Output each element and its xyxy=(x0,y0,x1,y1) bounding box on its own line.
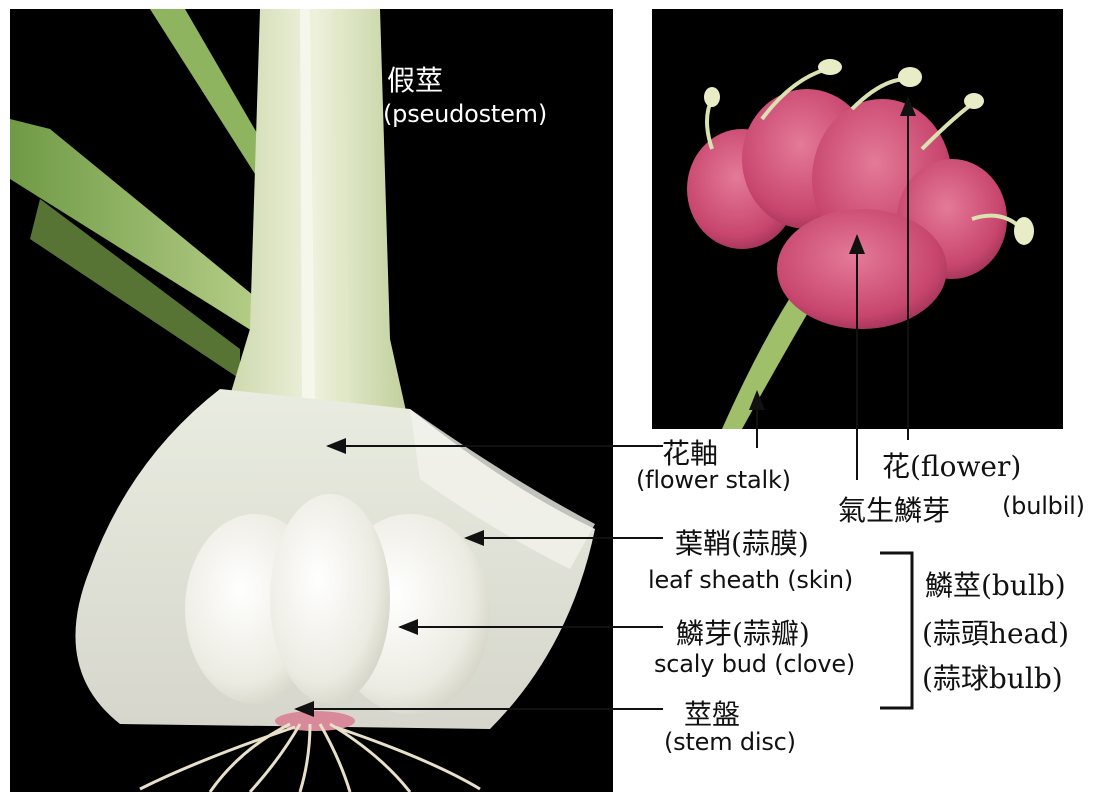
label-stem-disc-en: (stem disc) xyxy=(664,728,796,756)
label-flower-stalk-en: (flower stalk) xyxy=(636,466,791,494)
label-leaf-sheath-en: leaf sheath (skin) xyxy=(648,566,853,594)
label-scaly-bud-en: scaly bud (clove) xyxy=(654,650,855,678)
label-stem-disc-cn: 莖盤 xyxy=(684,693,740,733)
label-leaf-sheath-cn: 葉鞘(蒜膜) xyxy=(675,522,809,562)
label-scaly-bud-cn: 鱗芽(蒜瓣) xyxy=(676,612,810,652)
label-flower: 花(flower) xyxy=(882,445,1021,485)
label-bulb-1: 鱗莖(bulb) xyxy=(925,564,1066,604)
label-bulbil-cn: 氣生鱗芽 xyxy=(838,489,950,529)
label-bulb-3: (蒜球bulb) xyxy=(922,657,1063,697)
bulb-bracket xyxy=(880,553,912,708)
label-bulb-2: (蒜頭head) xyxy=(922,612,1069,652)
label-bulbil-en: (bulbil) xyxy=(1002,492,1085,520)
